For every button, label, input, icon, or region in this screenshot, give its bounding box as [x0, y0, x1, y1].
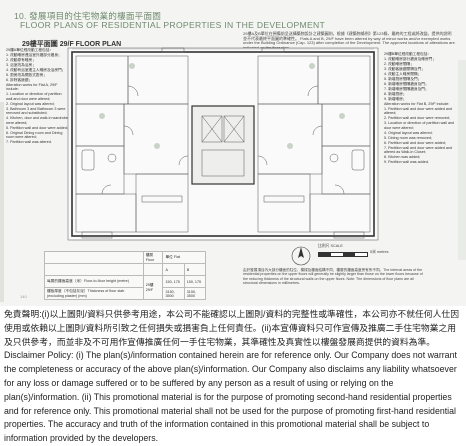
flat-a-note: Alteration works for Flat A, 29/F includ… — [6, 83, 58, 92]
flat-a-note: 2. Original layout was altered; — [6, 101, 55, 106]
table-header-blank — [44, 263, 144, 276]
flat-b-note: 5. Dining room was removed; — [384, 135, 432, 140]
decorative-strip-right — [458, 60, 466, 260]
flat-b-note: Alteration works for Flat B, 29/F includ… — [384, 102, 450, 106]
architectural-floor-plan — [62, 46, 384, 244]
flat-a-note: 1. Location or direction of partition wa… — [6, 92, 62, 101]
scale-label: 比例尺 SCALE — [318, 244, 343, 248]
flat-b-note: 8. Kitchen was added; — [384, 155, 421, 160]
flat-b-note: 5. 新增廚房間隔及門； — [384, 77, 422, 81]
flat-a-note: 2. 改動原有睡房； — [6, 58, 36, 62]
flat-b-note: 6. 新增睡房間隔牆身及門； — [384, 82, 429, 86]
scale-bar — [318, 252, 368, 257]
flat-b-note: 2. 改動睡房間隔； — [384, 62, 414, 66]
flat-a-note: 3. 浴室改為浴房； — [6, 63, 36, 67]
flat-a-note: 7. Partition wall was altered. — [6, 140, 52, 145]
table-cell: 3150, 3500 — [183, 287, 207, 300]
alteration-note-top: 29樓A及B單位在預備前呈送構築物設計之建築圖則，根據《建築物條例》第123條，… — [243, 31, 455, 50]
flat-b-note: 3. 改動客飯廳間隔及門； — [384, 67, 425, 71]
flat-a-note: 4. 改動有浴室連主人睡房及浴房門； — [6, 68, 66, 72]
section-title-en: FLOOR PLANS OF RESIDENTIAL PROPERTIES IN… — [20, 20, 326, 30]
table-header-blank — [142, 263, 164, 276]
decorative-strip-left — [0, 102, 4, 302]
flat-b-note: 8. 新增廚房； — [384, 92, 407, 96]
flat-b-note: 29樓B單位經改動工程包括： — [384, 52, 432, 56]
flat-b-note: 3. Location or direction of partition wa… — [384, 121, 455, 130]
floor-plan-title: 29樓平面圖 29/F FLOOR PLAN — [22, 41, 122, 48]
flat-b-note: 4. Original layout was altered; — [384, 130, 433, 135]
structural-note-bottom: 由於發展項目內大部分樓面的柱位、橫樑及樓面結構不同，樓層的樓面高度會有所不同。T… — [243, 268, 423, 285]
flat-b-note: 7. 新增睡房間隔牆身及門； — [384, 87, 429, 91]
page-number: 140 — [20, 294, 27, 299]
flat-b-note: 9. 新增睡房； — [384, 97, 407, 101]
flat-b-alteration-notes: 29樓B單位經改動工程包括： 1. 改動睡房部分牆身及睡房門； 2. 改動睡房間… — [384, 52, 456, 165]
flat-b-note: 9. Partition wall was added. — [384, 160, 429, 165]
flat-b-note: 2. Partition wall and door were removed; — [384, 116, 450, 121]
table-cell: 150, 175 — [183, 275, 207, 288]
disclaimer-en: Disclaimer Policy: (i) The plan(s)/infor… — [4, 350, 457, 444]
flat-a-note: 6. Original Dining room and Dining room … — [6, 130, 63, 140]
disclaimer-zh: 免責聲明:(i)以上圖則/資料只供參考用途，本公司不能確認以上圖則/資料的完整性… — [4, 309, 459, 347]
table-row-label: 樓板厚度（不包括灰泥）Thickness of floor slab (excl… — [44, 287, 144, 300]
flat-a-note: 1. 改動睡房連浴室外牆部分牆身； — [6, 53, 62, 57]
flat-b-note: 6. Partition wall and door were added; — [384, 140, 446, 145]
table-header-floor: 樓層 Floor — [142, 251, 164, 264]
flat-b-note: 1. 改動睡房部分牆身及睡房門； — [384, 57, 437, 61]
floor-height-table: 樓層 Floor 單位 Flat A B 每層的樓面高度（米）Floor-to-… — [44, 251, 207, 300]
table-cell: 150, 175 — [162, 275, 185, 288]
table-header-b: B — [183, 263, 207, 276]
flat-a-note: 6. 拆除客飯廳； — [6, 78, 33, 82]
north-arrow-icon — [290, 245, 312, 267]
flat-a-note: 5. Partition wall and door were added; — [6, 125, 68, 130]
flat-a-note: 5. 廚房改為開放式廚房； — [6, 73, 47, 77]
table-header-blank — [44, 251, 144, 264]
section-title-zh: 10. 發展項目的住宅物業的樓面平面圖 — [14, 11, 162, 21]
scale-unit: 5米 metres — [370, 250, 389, 254]
flat-a-alteration-notes: 29樓A單位經改動工程包括： 1. 改動睡房連浴室外牆部分牆身； 2. 改動原有… — [6, 48, 68, 145]
table-row-label: 每層的樓面高度（米）Floor-to-floor height (metre) — [44, 275, 144, 288]
table-header-a: A — [162, 263, 185, 276]
flat-b-note: 7. Partition wall and door were added an… — [384, 145, 453, 155]
flat-b-note: 4. 改動主人睡房間隔； — [384, 72, 422, 76]
table-cell: 3150, 3500 — [162, 287, 185, 300]
table-header-flat: 單位 Flat — [162, 251, 206, 264]
flat-a-note: 4. Kitchen, door and walk-in wardrobe we… — [6, 116, 68, 125]
flat-a-note: 3. Bathroom 3 and Bathroom 3 were remove… — [6, 106, 66, 116]
table-floor-value: 29樓 29/F — [142, 275, 164, 300]
floor-plan-sheet: 10. 發展項目的住宅物業的樓面平面圖 FLOOR PLANS OF RESID… — [0, 0, 466, 306]
flat-a-note: 29樓A單位經改動工程包括： — [6, 48, 54, 52]
flat-b-note: 1. Partition wall and door were added an… — [384, 107, 453, 116]
disclaimer-block: 免責聲明:(i)以上圖則/資料只供參考用途，本公司不能確認以上圖則/資料的完整性… — [4, 308, 462, 446]
